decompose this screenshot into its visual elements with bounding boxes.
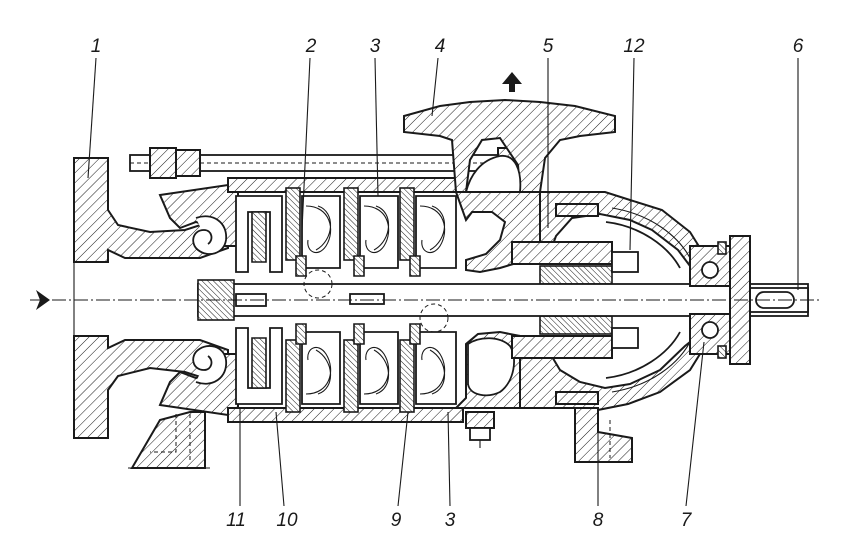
suction-arrow-icon xyxy=(36,290,50,310)
callout-2: 2 xyxy=(305,36,317,57)
callout-labels-top: 1 2 3 4 5 12 6 xyxy=(91,36,804,57)
callout-9: 9 xyxy=(391,510,402,531)
support-foot-left xyxy=(128,411,210,469)
callout-11: 11 xyxy=(226,510,246,531)
callout-8: 8 xyxy=(593,510,604,531)
hidden-hole-marker xyxy=(419,303,449,333)
impellers-lower xyxy=(235,323,457,405)
callout-3-bottom: 3 xyxy=(445,510,456,531)
support-foot-right xyxy=(574,407,633,463)
discharge-arrow-icon xyxy=(502,72,522,92)
callout-5: 5 xyxy=(543,36,554,57)
shaft-seal xyxy=(511,241,639,359)
suction-casing xyxy=(73,157,239,439)
stage-casing-shell xyxy=(227,177,464,423)
callout-4: 4 xyxy=(435,36,446,57)
callout-3-top: 3 xyxy=(370,36,381,57)
hidden-hole-marker xyxy=(303,269,333,299)
callout-6: 6 xyxy=(793,36,804,57)
impellers-upper xyxy=(235,195,457,277)
callout-7: 7 xyxy=(681,510,693,531)
callout-labels-bottom: 11 10 9 3 8 7 xyxy=(226,510,693,531)
callout-leaders xyxy=(87,57,799,507)
callout-1: 1 xyxy=(91,36,102,57)
callout-12: 12 xyxy=(623,36,645,57)
callout-10: 10 xyxy=(276,510,298,531)
drain-bolt xyxy=(465,411,495,448)
discharge-casing xyxy=(403,72,616,409)
